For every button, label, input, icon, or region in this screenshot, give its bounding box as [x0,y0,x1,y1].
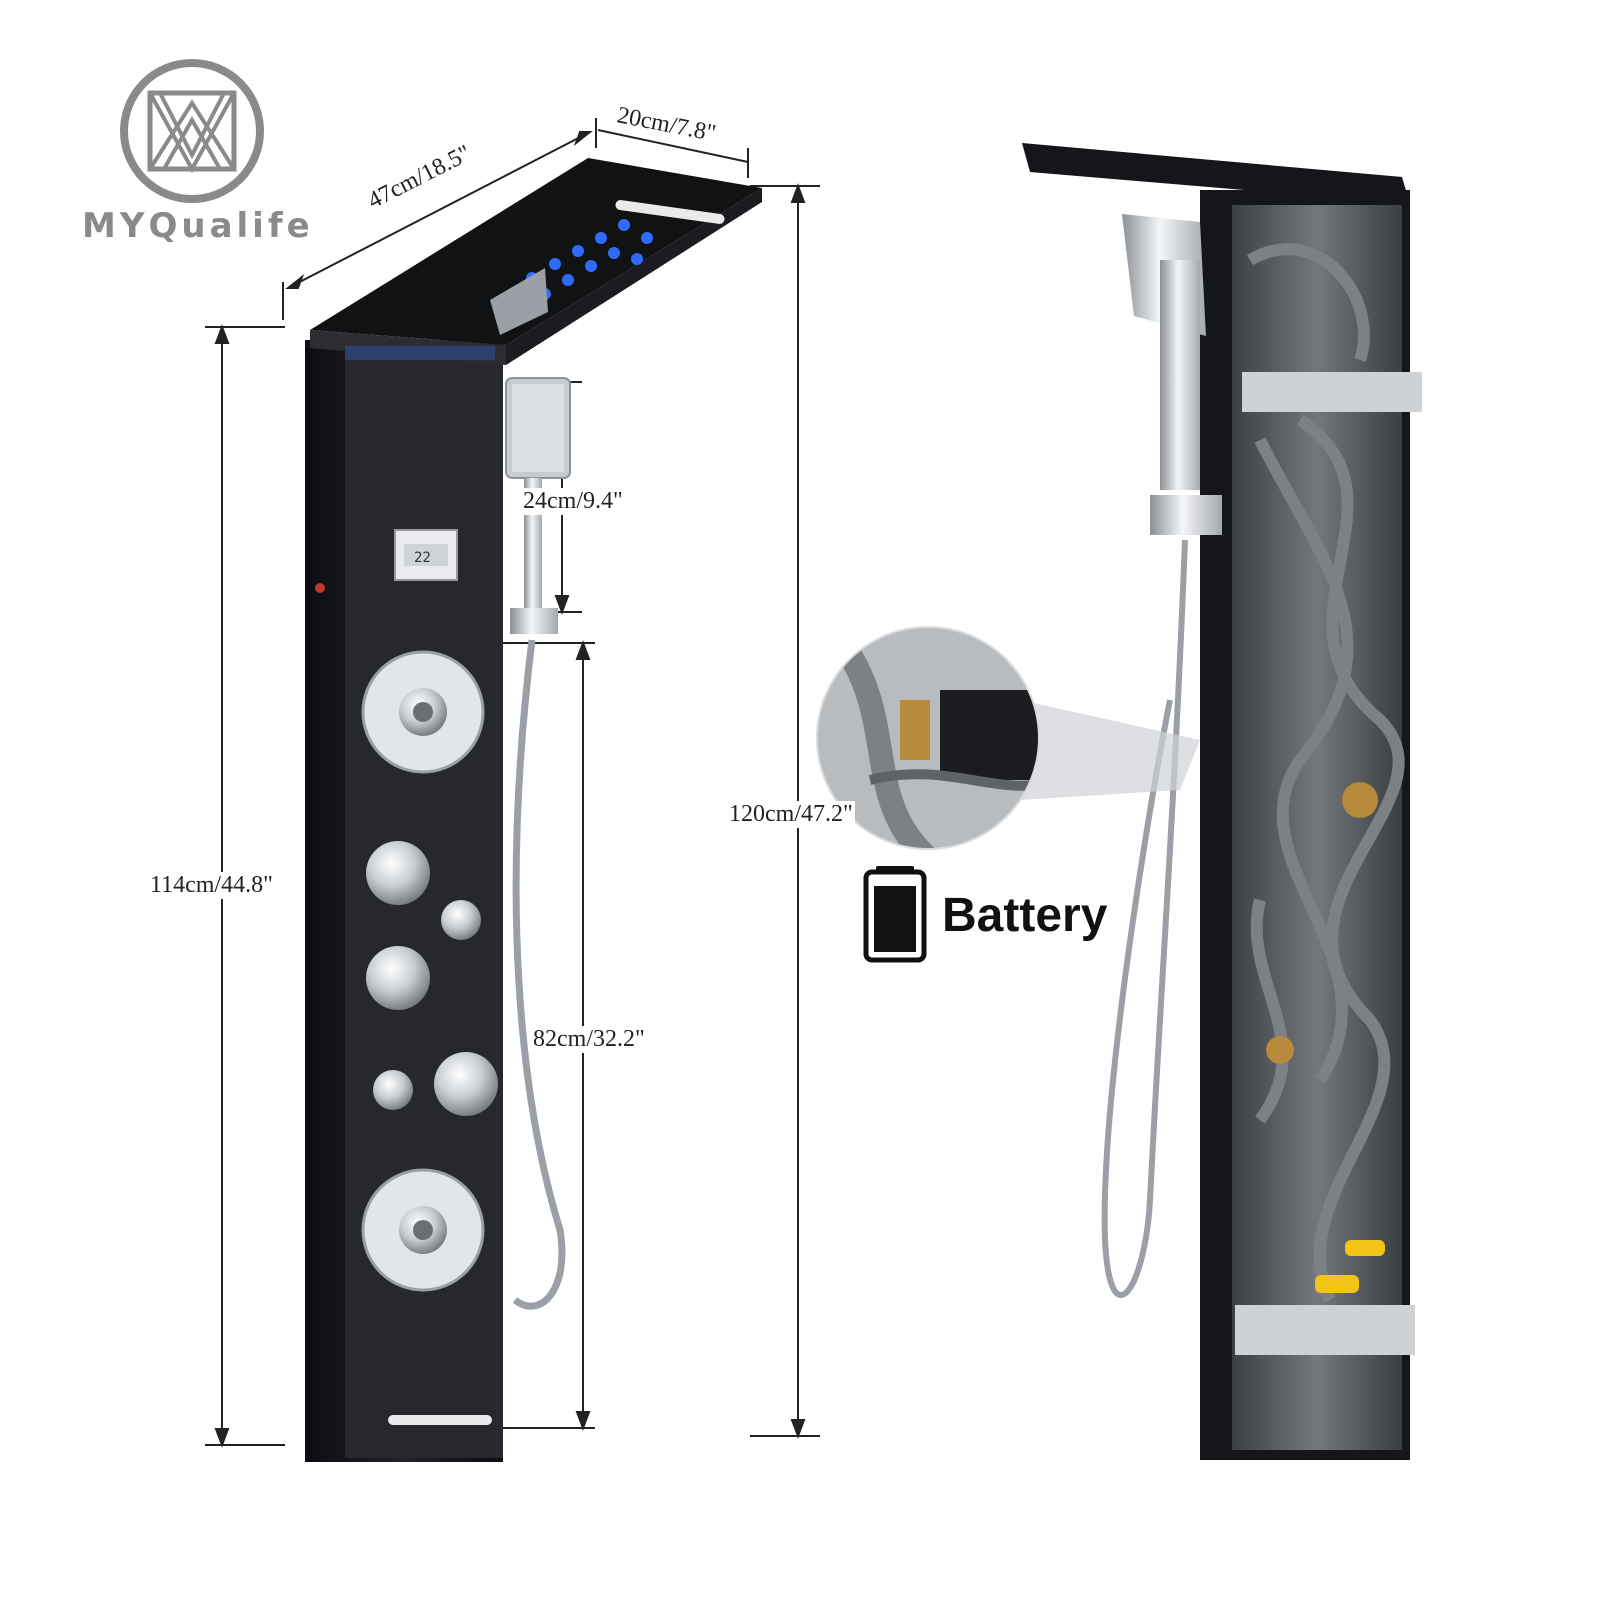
body-jet-lower [361,1168,485,1292]
dim-total-height: 120cm/47.2" [727,801,855,828]
battery-icon [863,866,927,963]
battery-label: Battery [942,889,1108,942]
small-jet-2 [373,1070,413,1110]
control-knob-3 [434,1052,498,1116]
control-knob-2 [366,946,430,1010]
dim-hose-height: 82cm/32.2" [531,1026,647,1053]
dim-handheld: 24cm/9.4" [521,488,625,515]
temperature-display: 22 [414,550,431,566]
shower-panel-front: 22 [305,158,762,1462]
control-knob-1 [366,841,430,905]
shower-panel-open [1022,143,1422,1460]
brand-name: MYQualife [82,206,314,246]
small-jet-1 [441,900,481,940]
dim-panel-height: 114cm/44.8" [148,872,275,899]
body-jet-upper [361,650,485,774]
brand-logo-icon [120,59,264,203]
handheld-shower [505,377,571,1310]
internal-hoses [1247,243,1405,1303]
battery-closeup [816,626,1200,850]
